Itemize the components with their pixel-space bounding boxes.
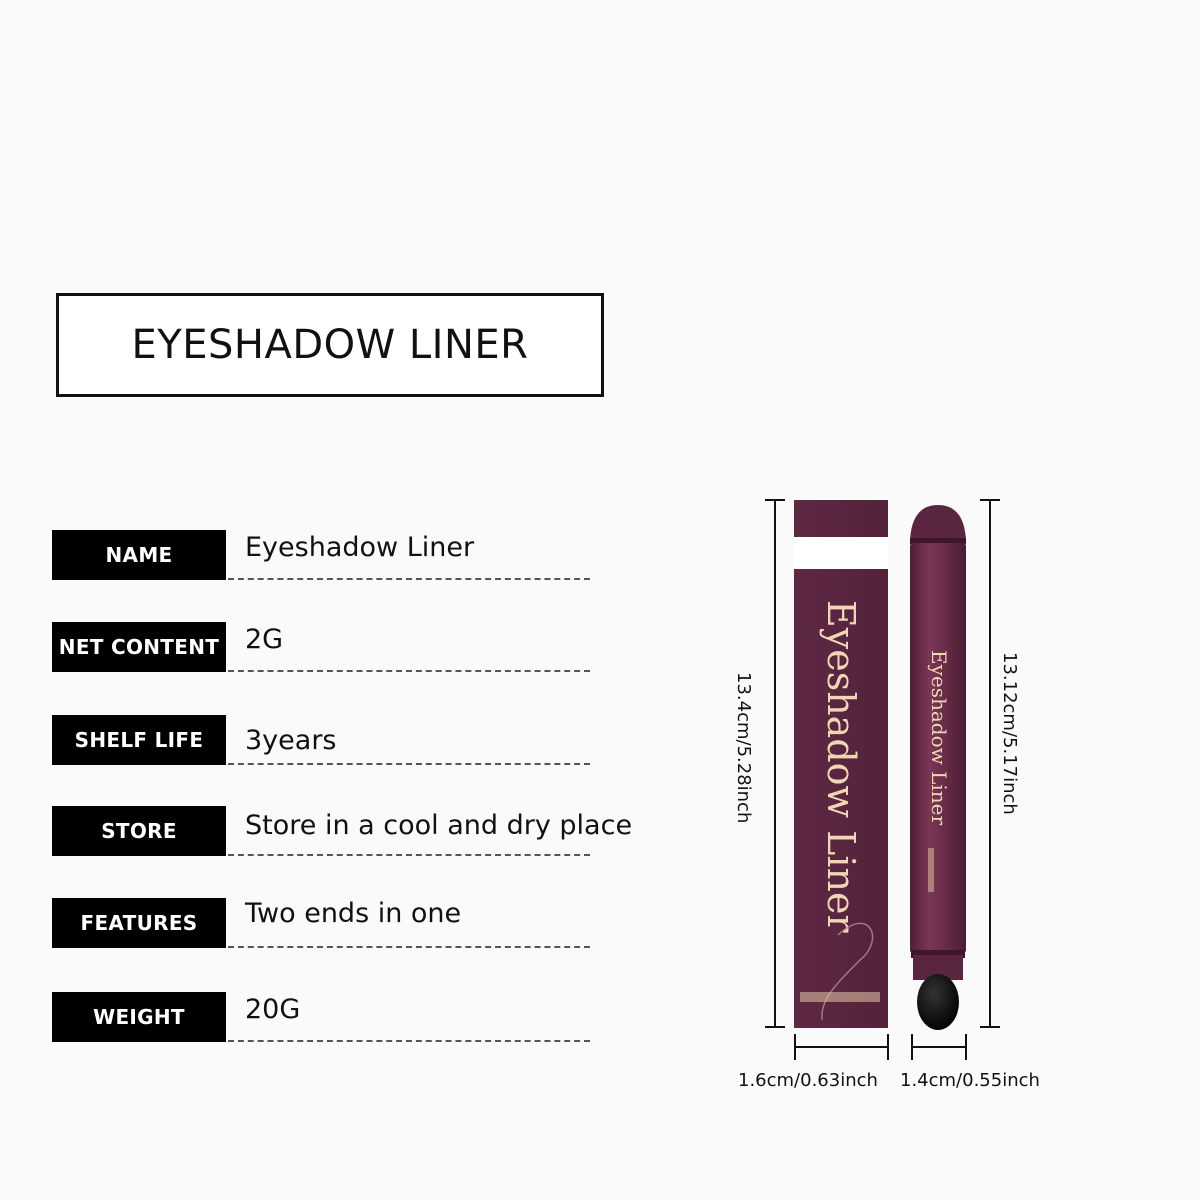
pencil-brand-text: Eyeshadow Liner xyxy=(927,650,951,826)
box-width-label: 1.6cm/0.63inch xyxy=(738,1070,878,1091)
box-small-print xyxy=(800,992,880,1002)
spec-value: 20G xyxy=(245,994,301,1025)
spec-row-shelf-life: SHELF LIFE 3years xyxy=(52,715,592,767)
pencil-small-print xyxy=(928,848,934,892)
pencil-height-label: 13.12cm/5.17inch xyxy=(999,652,1020,815)
dashed-divider xyxy=(228,946,590,948)
spec-value: Store in a cool and dry place xyxy=(245,810,633,841)
spec-value: 2G xyxy=(245,624,284,655)
product-box: Eyeshadow Liner xyxy=(794,500,888,1028)
spec-row-features: FEATURES Two ends in one xyxy=(52,898,592,950)
dashed-divider xyxy=(228,763,590,765)
box-brand-text: Eyeshadow Liner xyxy=(819,600,863,933)
box-white-band xyxy=(794,537,888,569)
spec-label: WEIGHT xyxy=(52,992,226,1042)
spec-row-name: NAME Eyeshadow Liner xyxy=(52,530,592,582)
spec-row-store: STORE Store in a cool and dry place xyxy=(52,806,632,858)
box-height-dimension xyxy=(765,499,785,1028)
spec-value: Eyeshadow Liner xyxy=(245,532,475,563)
dashed-divider xyxy=(228,578,590,580)
spec-label: STORE xyxy=(52,806,226,856)
spec-label: NAME xyxy=(52,530,226,580)
title-box: EYESHADOW LINER xyxy=(56,293,604,397)
box-width-dimension xyxy=(794,1034,889,1060)
dashed-divider xyxy=(228,1040,590,1042)
pencil-width-dimension xyxy=(911,1034,967,1060)
pencil-tip xyxy=(910,505,966,540)
spec-label: SHELF LIFE xyxy=(52,715,226,765)
pencil-sponge-tip xyxy=(917,974,959,1030)
box-height-label: 13.4cm/5.28inch xyxy=(733,672,754,823)
spec-value: Two ends in one xyxy=(245,898,462,929)
pencil-tip-collar xyxy=(910,538,966,544)
spec-value: 3years xyxy=(245,725,337,756)
dashed-divider xyxy=(228,670,590,672)
pencil-body xyxy=(910,543,966,953)
pencil-height-dimension xyxy=(980,499,1000,1028)
spec-label: NET CONTENT xyxy=(52,622,226,672)
pencil-cap-collar xyxy=(911,950,965,958)
pencil-width-label: 1.4cm/0.55inch xyxy=(900,1070,1040,1091)
spec-row-weight: WEIGHT 20G xyxy=(52,992,592,1044)
dashed-divider xyxy=(228,854,590,856)
spec-label: FEATURES xyxy=(52,898,226,948)
spec-row-net-content: NET CONTENT 2G xyxy=(52,622,592,674)
page-title: EYESHADOW LINER xyxy=(131,322,529,368)
product-pencil: Eyeshadow Liner xyxy=(910,505,966,1030)
